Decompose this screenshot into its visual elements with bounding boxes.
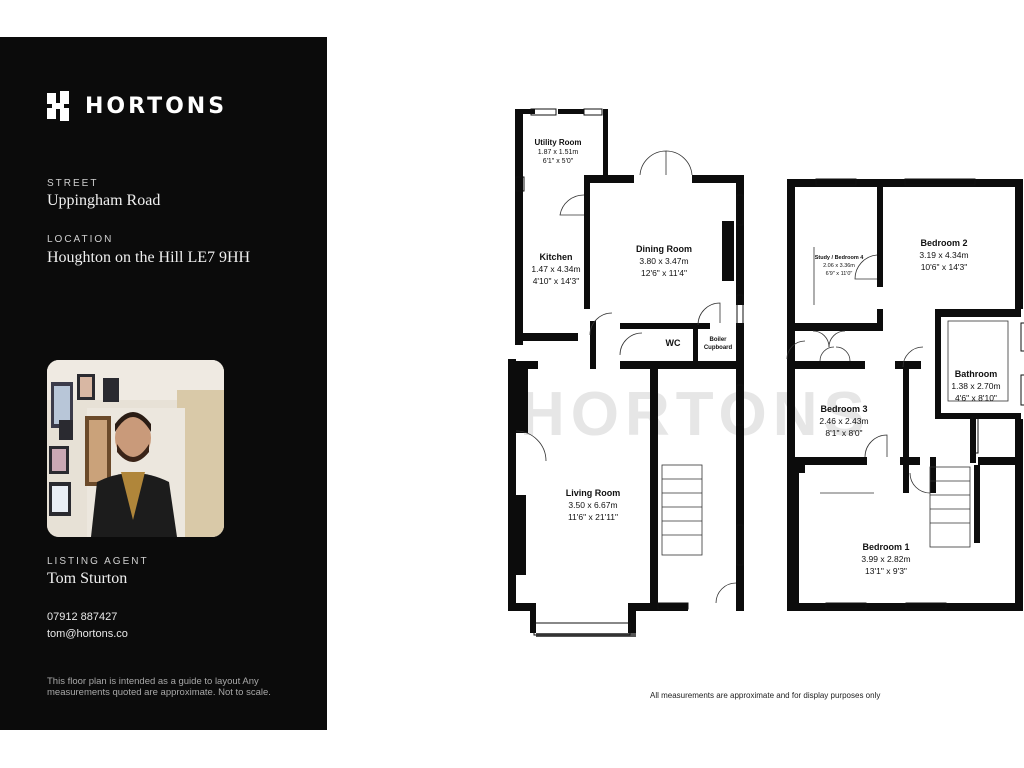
bedroom-1-metric: 3.99 x 2.82m [861,554,910,564]
bedroom-1-name: Bedroom 1 [862,542,909,552]
location-label: LOCATION [47,234,114,245]
wc-name: WC [666,338,681,348]
dining-room-metric: 3.80 x 3.47m [639,256,688,266]
utility-room-imperial: 6'1" x 5'0" [543,158,574,165]
agent-label: LISTING AGENT [47,556,149,567]
study-imperial: 6'9" x 11'0" [826,271,853,277]
kitchen-name: Kitchen [539,252,572,262]
kitchen-metric: 1.47 x 4.34m [531,264,580,274]
living-room-name: Living Room [566,488,621,498]
first-floor [787,179,1023,611]
brand: HORTONS [47,91,227,121]
plan-watermark: HORTONS [520,380,871,449]
bedroom-1-imperial: 13'1" x 9'3" [865,566,907,576]
living-room-metric: 3.50 x 6.67m [568,500,617,510]
floor-plan: HORTONS [508,108,1024,637]
agent-sidebar: HORTONS STREET Uppingham Road LOCATION H… [0,37,327,730]
plan-footnote: All measurements are approximate and for… [650,691,881,700]
bedroom-2-imperial: 10'6" x 14'3" [921,262,968,272]
hortons-h-logo-icon [47,91,69,121]
boiler-label-2: Cupboard [704,345,733,351]
bedroom-3-imperial: 8'1" x 8'0" [825,428,862,438]
bathroom-metric: 1.38 x 2.70m [951,381,1000,391]
agent-phone[interactable]: 07912 887427 [47,611,118,623]
living-room-imperial: 11'6" x 21'11" [568,512,618,522]
disclaimer-text: This floor plan is intended as a guide t… [47,676,271,698]
bathroom-name: Bathroom [955,369,998,379]
study-metric: 2.06 x 3.36m [823,263,855,269]
ground-doors [515,150,737,604]
ground-floor [508,109,744,637]
brand-name: HORTONS [85,93,228,119]
first-doors [786,247,1009,548]
study-name: Study / Bedroom 4 [815,255,865,261]
dining-room-name: Dining Room [636,244,692,254]
bedroom-2-name: Bedroom 2 [920,238,967,248]
street-value: Uppingham Road [47,192,161,209]
bedroom-3-name: Bedroom 3 [820,404,867,414]
dining-room-imperial: 12'6" x 11'4" [641,268,687,278]
agent-photo [47,360,224,537]
first-windows [815,178,1024,610]
utility-room-metric: 1.87 x 1.51m [538,149,579,156]
ground-windows [515,108,744,636]
agent-email[interactable]: tom@hortons.co [47,628,128,640]
bedroom-2-metric: 3.19 x 4.34m [919,250,968,260]
bathroom-imperial: 4'6" x 8'10" [955,393,997,403]
bedroom-3-metric: 2.46 x 2.43m [819,416,868,426]
street-label: STREET [47,178,99,189]
location-value: Houghton on the Hill LE7 9HH [47,249,251,266]
agent-name: Tom Sturton [47,570,128,587]
boiler-label-1: Boiler [709,337,727,343]
utility-room-name: Utility Room [534,138,581,147]
kitchen-imperial: 4'10" x 14'3" [533,276,580,286]
